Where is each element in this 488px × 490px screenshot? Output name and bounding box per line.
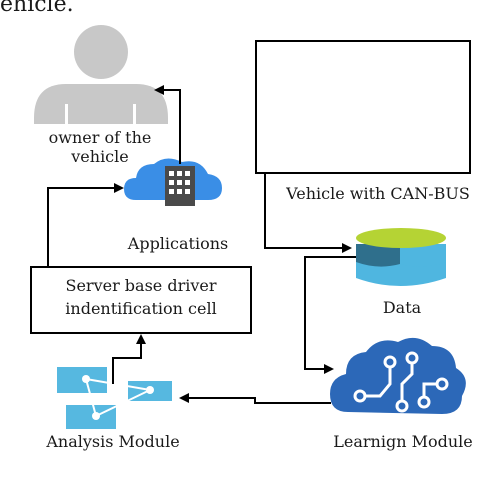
arrow-data-to-learning	[304, 256, 356, 374]
server-box	[30, 266, 252, 334]
arrow-analysis-to-server	[112, 334, 146, 384]
analysis-label: Analysis Module	[46, 432, 180, 451]
owner-label-line2: vehicle	[71, 147, 129, 166]
header-fragment: ehicle.	[0, 0, 74, 17]
server-label-line1: Server base driver	[65, 276, 217, 295]
arrow-applications-to-owner	[154, 85, 181, 164]
server-label-line2: indentification cell	[65, 299, 217, 318]
learning-label: Learnign Module	[333, 432, 473, 451]
analysis-network-icon	[57, 367, 172, 429]
database-icon	[356, 228, 446, 286]
applications-cloud-icon	[124, 158, 222, 206]
data-label: Data	[382, 298, 422, 317]
brain-circuit-icon	[330, 337, 466, 414]
person-icon	[34, 25, 168, 124]
arrow-vehicle-to-data	[264, 174, 352, 253]
vehicle-label: Vehicle with CAN-BUS	[286, 184, 470, 203]
vehicle-image-frame	[255, 40, 471, 174]
applications-label: Applications	[127, 234, 229, 253]
arrow-server-to-applications	[47, 183, 124, 266]
owner-label-line1: owner of the	[48, 128, 152, 147]
arrow-learning-to-analysis	[179, 393, 331, 404]
